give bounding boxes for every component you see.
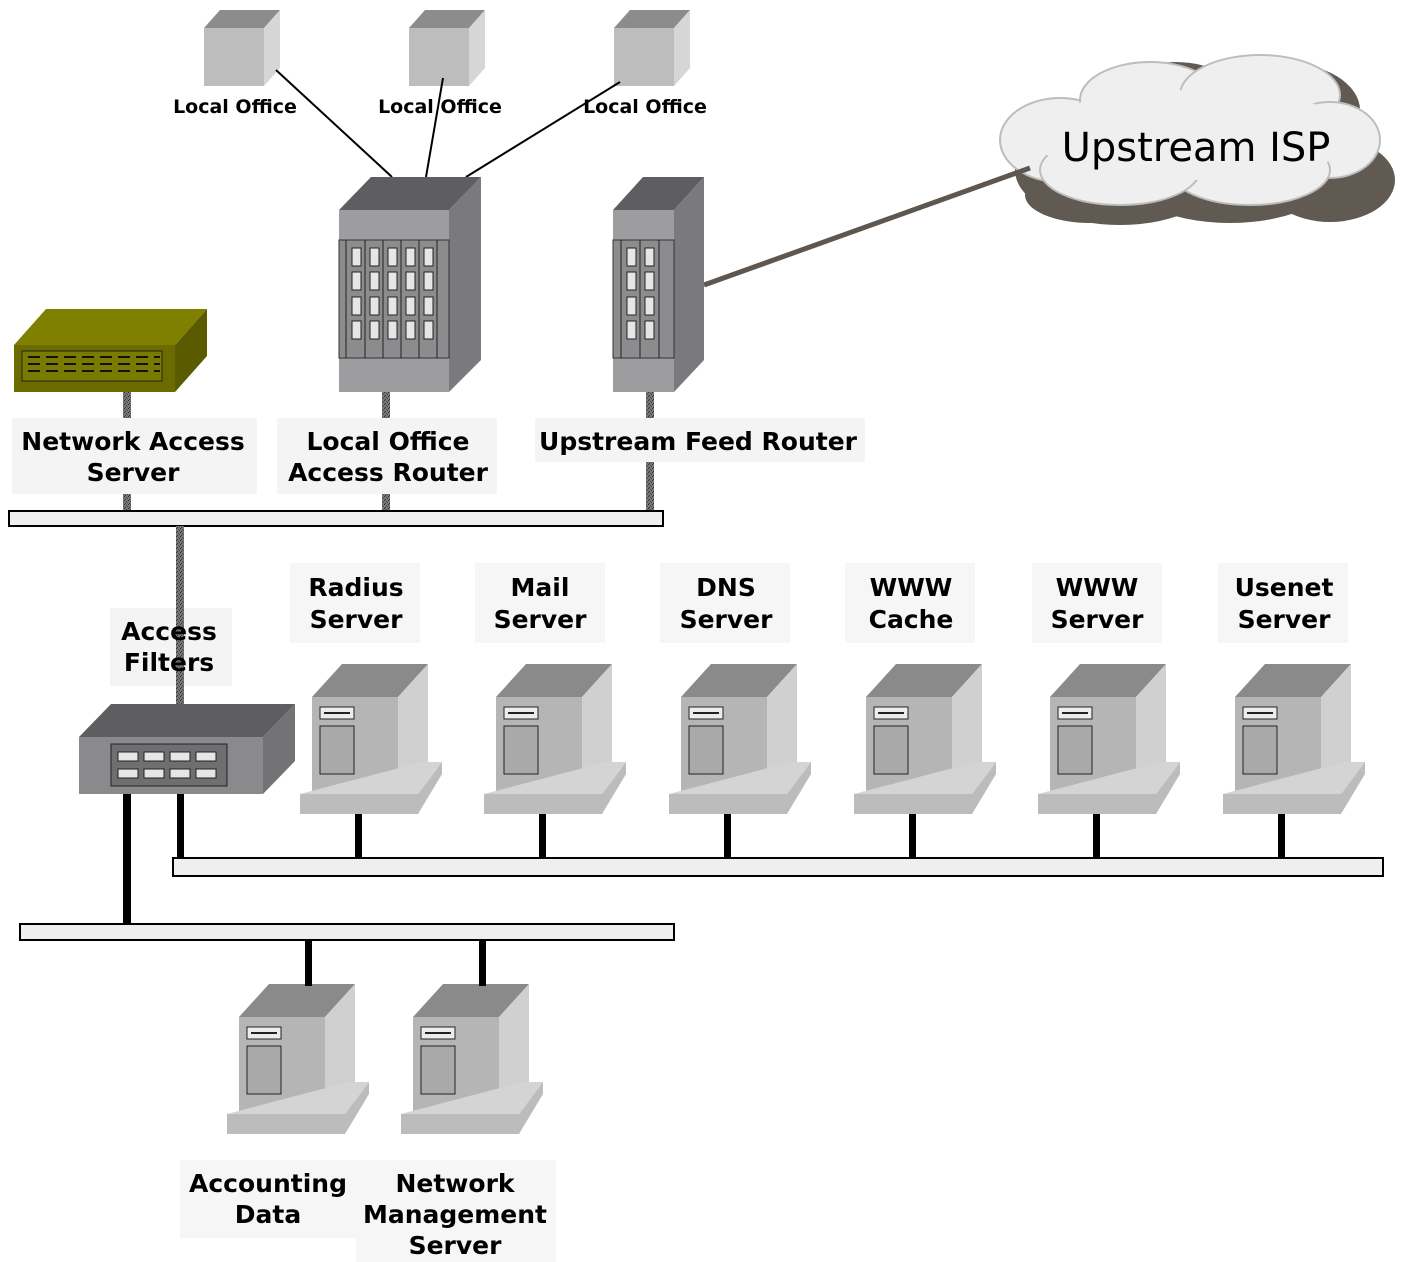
network-access-server-icon (14, 309, 207, 392)
server-label-line-1: WWW (1056, 573, 1139, 602)
server-row (300, 664, 1365, 860)
upstream-link (703, 165, 1031, 288)
filter-drop (176, 526, 184, 704)
server-drop (479, 940, 486, 986)
tower-server-icon (669, 664, 811, 814)
router-label-line-1: Local Office (307, 427, 470, 456)
server-label-line-2: Server (494, 605, 588, 634)
upstream-isp-cloud: Upstream ISP (999, 54, 1395, 225)
tower-server-icon (854, 664, 996, 814)
server-drop (305, 940, 312, 986)
local-office-cube-icon (204, 10, 280, 86)
router-label-line-2: Access Router (288, 458, 489, 487)
server-label-line-1: Radius (308, 573, 403, 602)
top-bus (8, 510, 664, 527)
server-label-line-2: Server (310, 605, 404, 634)
filters-label-line-2: Filters (124, 648, 214, 677)
nms-label-line-3: Server (409, 1231, 503, 1260)
local-office-links (275, 69, 621, 178)
filter-to-back-bus (123, 794, 131, 925)
back-bus (19, 923, 675, 941)
server-label-line-2: Server (680, 605, 774, 634)
tower-server-icon (1223, 664, 1365, 814)
local-office-label: Local Office (583, 96, 707, 118)
server-label-line-2: Cache (869, 605, 954, 634)
router-chassis-icon (612, 177, 704, 392)
server-drop (909, 814, 916, 860)
cloud-label: Upstream ISP (1062, 125, 1331, 171)
filters-label-line-1: Access (121, 617, 217, 646)
label-backgrounds (12, 418, 865, 686)
local-office-cube-icon (409, 10, 485, 86)
filter-to-server-bus (177, 794, 184, 858)
server-labels: Radius Server Mail Server DNS Server WWW… (308, 573, 1333, 634)
nms-label-line-2: Management (363, 1200, 547, 1229)
accounting-label-line-1: Accounting (189, 1169, 347, 1198)
server-label-line-2: Server (1238, 605, 1332, 634)
server-drop (1093, 814, 1100, 860)
tower-server-icon (401, 984, 543, 1134)
local-office-label: Local Office (378, 96, 502, 118)
server-label-line-1: DNS (696, 573, 756, 602)
local-office-cube-icon (614, 10, 690, 86)
tower-server-icon (484, 664, 626, 814)
server-label-line-1: WWW (870, 573, 953, 602)
nas-label-line-1: Network Access (21, 427, 244, 456)
tower-server-icon (1038, 664, 1180, 814)
upstream-router-label: Upstream Feed Router (539, 427, 858, 456)
server-label-line-2: Server (1051, 605, 1145, 634)
server-drop (724, 814, 731, 860)
local-office-label: Local Office (173, 96, 297, 118)
filter-switch-icon (79, 704, 295, 794)
tower-server-icon (227, 984, 369, 1134)
server-label-line-1: Usenet (1235, 573, 1334, 602)
nms-label-line-1: Network (395, 1169, 515, 1198)
tower-server-icon (300, 664, 442, 814)
back-server-row (227, 940, 543, 1134)
server-drop (355, 814, 362, 860)
router-chassis-icon (338, 177, 481, 392)
nas-label-line-2: Server (87, 458, 181, 487)
server-label-backgrounds (180, 563, 1348, 1262)
server-bus (172, 857, 1384, 877)
server-label-line-1: Mail (511, 573, 570, 602)
accounting-label-line-2: Data (235, 1200, 301, 1229)
server-drop (539, 814, 546, 860)
server-drop (1278, 814, 1285, 860)
